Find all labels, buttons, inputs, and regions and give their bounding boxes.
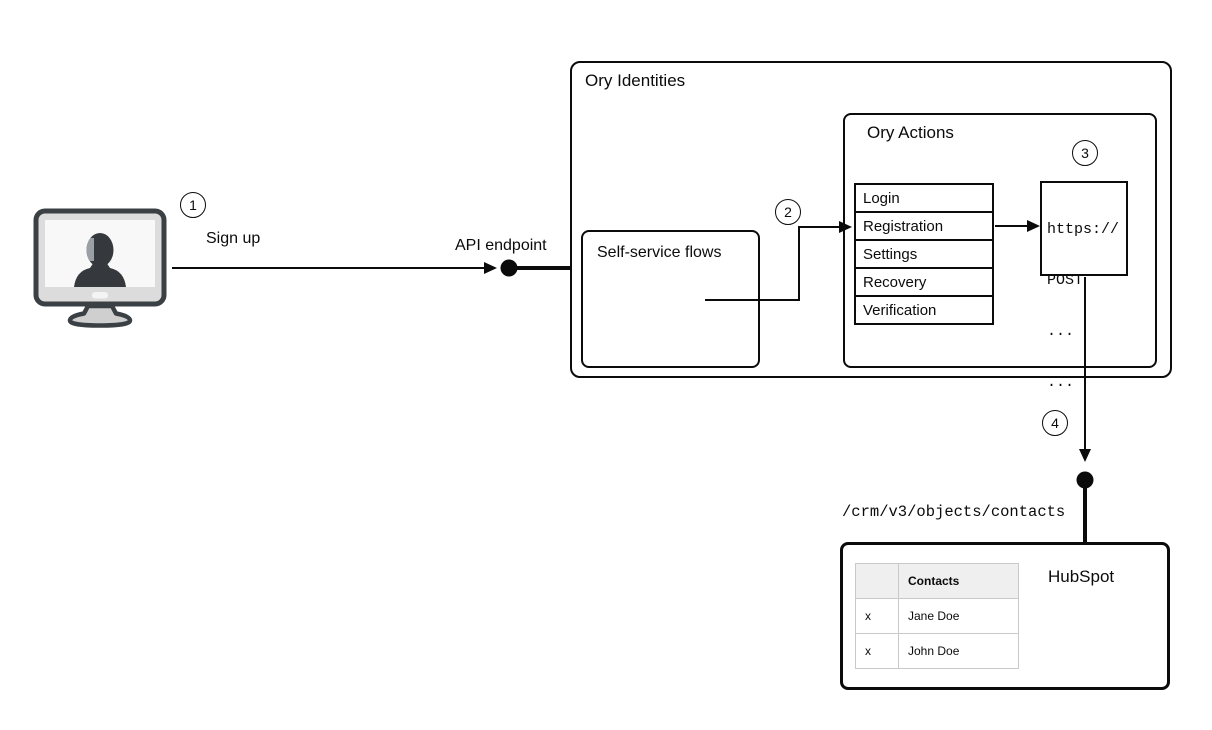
webhook-line: ... <box>1047 323 1075 340</box>
flow-row-recovery: Recovery <box>854 267 994 297</box>
step-4-number: 4 <box>1051 415 1059 431</box>
flow-label: Login <box>863 189 900 207</box>
api-endpoint-dot-icon <box>500 259 518 277</box>
flow-list: Login Registration Settings Recovery Ver… <box>854 183 994 325</box>
hubspot-endpoint-dot-icon <box>1076 471 1094 489</box>
step-1-badge: 1 <box>180 192 206 218</box>
hubspot-endpoint-path-label: /crm/v3/objects/contacts <box>842 503 1066 521</box>
webhook-line: https:// <box>1047 221 1120 238</box>
user-silhouette-icon <box>74 233 126 287</box>
flow-label: Settings <box>863 245 918 263</box>
step-3-badge: 3 <box>1072 140 1098 166</box>
contacts-header-row: Contacts <box>855 563 1019 599</box>
monitor-button <box>92 292 108 299</box>
hubspot-box: HubSpot Contacts x Jane Doe x John Doe <box>840 542 1170 690</box>
self-service-flows-title: Self-service flows <box>597 244 722 261</box>
flow-row-verification: Verification <box>854 295 994 325</box>
flow-row-registration: Registration <box>854 211 994 241</box>
contacts-table: Contacts x Jane Doe x John Doe <box>855 563 1019 669</box>
self-service-flows-box: Self-service flows <box>581 230 760 368</box>
flow-row-login: Login <box>854 183 994 213</box>
ory-identities-title: Ory Identities <box>585 71 686 90</box>
ory-identities-box: Ory Identities Self-service flows Ory Ac… <box>570 61 1172 391</box>
step-2-number: 2 <box>784 204 792 220</box>
webhook-request-box: https:// POST ... ... <box>1040 181 1128 391</box>
signup-label: Sign up <box>206 230 261 247</box>
ory-actions-title: Ory Actions <box>867 123 954 142</box>
contact-checkbox-cell: x <box>855 633 899 669</box>
signup-arrowhead-icon <box>484 262 497 274</box>
ory-actions-box: Ory Actions Login Registration Settings … <box>843 113 1157 391</box>
flow-label: Recovery <box>863 273 927 291</box>
contacts-header-empty <box>855 563 899 599</box>
contacts-row: x John Doe <box>855 633 1019 669</box>
contact-name-cell: Jane Doe <box>898 598 1019 634</box>
flow-label: Registration <box>863 217 944 235</box>
flow-row-settings: Settings <box>854 239 994 269</box>
contact-name-cell: John Doe <box>898 633 1019 669</box>
monitor-user-icon <box>33 208 167 328</box>
hubspot-title: HubSpot <box>1048 567 1115 586</box>
webhook-line: POST <box>1047 272 1084 289</box>
monitor-stand <box>67 303 133 328</box>
step-4-badge: 4 <box>1042 410 1068 436</box>
step-1-number: 1 <box>189 197 197 213</box>
flow-label: Verification <box>863 301 937 319</box>
contacts-row: x Jane Doe <box>855 598 1019 634</box>
hubspot-arrowhead-icon <box>1079 449 1091 462</box>
step-2-badge: 2 <box>775 199 801 225</box>
step-3-number: 3 <box>1081 145 1089 161</box>
api-endpoint-label: API endpoint <box>455 237 547 254</box>
contact-checkbox-cell: x <box>855 598 899 634</box>
contacts-header-label: Contacts <box>898 563 1019 599</box>
webhook-line: ... <box>1047 374 1075 391</box>
